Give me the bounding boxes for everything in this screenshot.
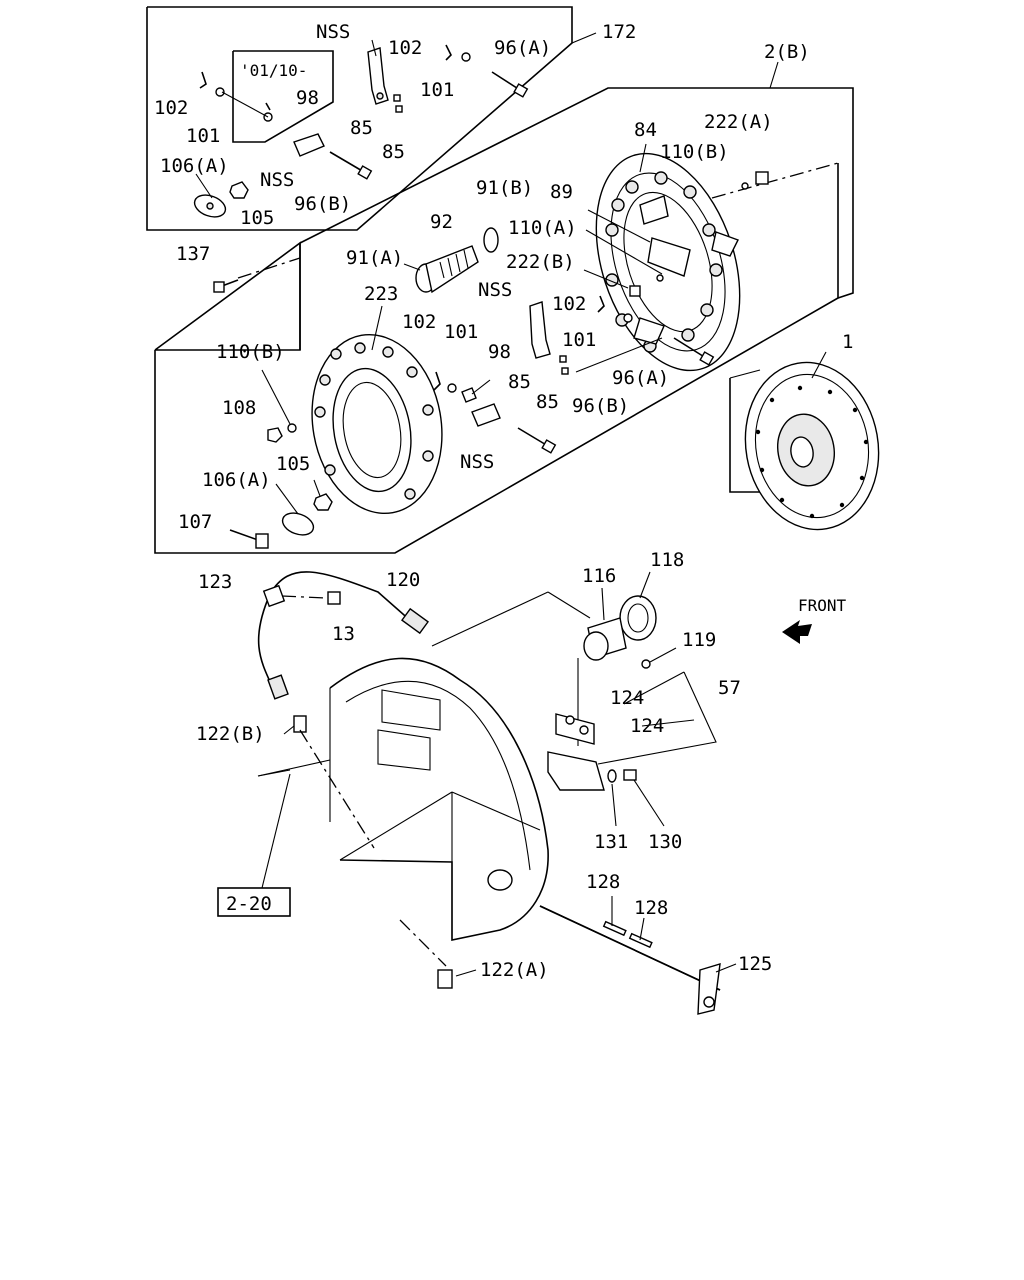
label-57: 57 <box>718 677 741 699</box>
label-130: 130 <box>648 831 682 853</box>
label-nss-2: NSS <box>260 169 294 191</box>
label-123: 123 <box>198 571 232 593</box>
label-106a-2: 106(A) <box>202 469 271 491</box>
label-nss-3: NSS <box>478 279 512 301</box>
label-nss-4: NSS <box>460 451 494 473</box>
label-13: 13 <box>332 623 355 645</box>
label-110a: 110(A) <box>508 217 577 239</box>
label-102-c: 102 <box>402 311 436 333</box>
cover-bolt-holes <box>605 171 723 353</box>
label-107: 107 <box>178 511 212 533</box>
label-85-d: 85 <box>536 391 559 413</box>
label-96b-2: 96(B) <box>572 395 629 417</box>
box-disc <box>729 378 760 493</box>
label-137: 137 <box>176 243 210 265</box>
label-96a-1: 96(A) <box>494 37 551 59</box>
clutch-disc-1 <box>744 361 880 531</box>
plate-223 <box>311 333 443 515</box>
label-89: 89 <box>550 181 573 203</box>
label-2-20: 2-20 <box>226 893 272 915</box>
label-96a-2: 96(A) <box>612 367 669 389</box>
front-arrow-icon <box>782 620 812 644</box>
label-102-d: 102 <box>552 293 586 315</box>
label-92: 92 <box>430 211 453 233</box>
label-nss-1: NSS <box>316 21 350 43</box>
release-fork-57 <box>547 713 637 791</box>
slave-cylinder-92 <box>415 227 499 294</box>
label-172: 172 <box>602 21 636 43</box>
label-124-b: 124 <box>630 715 664 737</box>
label-122b: 122(B) <box>196 723 265 745</box>
label-105-b: 105 <box>276 453 310 475</box>
label-101-d: 101 <box>562 329 596 351</box>
label-91b: 91(B) <box>476 177 533 199</box>
cross-shaft-125 <box>539 905 721 1015</box>
label-101-b: 101 <box>186 125 220 147</box>
bolt-13 <box>327 591 341 605</box>
label-110b-1: 110(B) <box>660 141 729 163</box>
label-96b-1: 96(B) <box>294 193 351 215</box>
label-front: FRONT <box>798 596 847 615</box>
plate-holes <box>314 342 434 500</box>
release-bearing <box>583 595 657 669</box>
label-128-a: 128 <box>586 871 620 893</box>
label-102-b: 102 <box>154 97 188 119</box>
middle-box-parts <box>213 171 769 549</box>
label-101-a: 101 <box>420 79 454 101</box>
label-85-c: 85 <box>508 371 531 393</box>
label-122a: 122(A) <box>480 959 549 981</box>
label-131: 131 <box>594 831 628 853</box>
callouts: 172 NSS 102 96(A) '01/10- 98 102 101 101… <box>154 21 853 981</box>
label-118: 118 <box>650 549 684 571</box>
hydraulic-hose-120 <box>257 571 429 700</box>
label-108: 108 <box>222 397 256 419</box>
label-85-a: 85 <box>350 117 373 139</box>
label-125: 125 <box>738 953 772 975</box>
label-101-c: 101 <box>444 321 478 343</box>
label-128-b: 128 <box>634 897 668 919</box>
label-120: 120 <box>386 569 420 591</box>
fitting-122b <box>293 715 307 733</box>
label-98-b: 98 <box>488 341 511 363</box>
label-98-a: 98 <box>296 87 319 109</box>
label-84: 84 <box>634 119 657 141</box>
label-91a: 91(A) <box>346 247 403 269</box>
ref-box-2-20 <box>217 887 291 917</box>
label-01-10: '01/10- <box>240 61 307 80</box>
label-124-a: 124 <box>610 687 644 709</box>
label-222b: 222(B) <box>506 251 575 273</box>
fitting-122a <box>437 969 453 989</box>
label-223: 223 <box>364 283 398 305</box>
label-119: 119 <box>682 629 716 651</box>
clutch-cover-assembly <box>595 152 741 372</box>
bell-housing <box>257 657 549 941</box>
label-106a-1: 106(A) <box>160 155 229 177</box>
label-2b: 2(B) <box>764 41 810 63</box>
leader-lines <box>195 39 827 977</box>
box-172 <box>146 6 597 231</box>
label-102-a: 102 <box>388 37 422 59</box>
box-clutch-cover <box>154 61 854 554</box>
label-110b-2: 110(B) <box>216 341 285 363</box>
label-1: 1 <box>842 331 853 353</box>
label-222a: 222(A) <box>704 111 773 133</box>
label-116: 116 <box>582 565 616 587</box>
label-105-a: 105 <box>240 207 274 229</box>
box-172-parts <box>193 44 529 218</box>
label-85-b: 85 <box>382 141 405 163</box>
disc-rivets <box>755 385 869 519</box>
